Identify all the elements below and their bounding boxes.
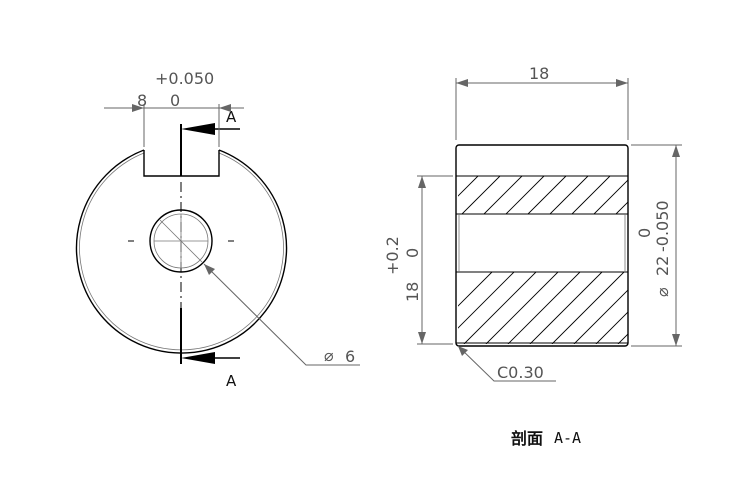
chamfer-arrow	[458, 346, 468, 356]
bore-hole-outer	[149, 209, 213, 273]
length-dim-value: 18	[529, 64, 549, 83]
outer-arrow-top	[672, 145, 680, 157]
slot-dim-arrow-right	[219, 104, 231, 112]
section-caption-bold: 剖面	[511, 429, 543, 448]
length-arrow-left	[456, 79, 468, 87]
hole-dim-arrow	[204, 264, 215, 275]
section-caption-label: A-A	[554, 429, 581, 447]
slot-tolerance-lower: 0	[170, 91, 180, 110]
outer-arrow-bottom	[672, 334, 680, 346]
bore-arrow-bottom	[418, 332, 426, 344]
outer-tolerance-lower: -0.050	[653, 200, 672, 252]
hatch-top-band	[458, 176, 628, 214]
section-label-top: A	[226, 108, 237, 126]
front-view: A A +0.050 8 0 ⌀ 6	[75, 69, 360, 390]
bore-tolerance-lower: 0	[403, 248, 422, 258]
hole-diameter-symbol: ⌀	[324, 346, 334, 365]
bore-arrow-top	[418, 176, 426, 188]
length-arrow-right	[616, 79, 628, 87]
section-view: 18 +0.2 0 18 0 ⌀ 22 -0.050	[383, 64, 682, 448]
bore-nominal: 18	[403, 282, 422, 302]
bore-crosshair-diag	[159, 219, 203, 263]
bore-tolerance-upper: +0.2	[383, 236, 402, 275]
outer-nominal: 22	[653, 256, 672, 276]
outer-tolerance-upper: 0	[635, 228, 654, 238]
section-label-bottom: A	[226, 372, 237, 390]
section-body-outline	[455, 144, 629, 347]
slot-tolerance-upper: +0.050	[155, 69, 214, 88]
hatch-bottom-band	[458, 272, 628, 344]
slot-dim-arrow-left	[132, 104, 144, 112]
hole-diameter-value: 6	[345, 347, 355, 366]
chamfer-label: C0.30	[497, 363, 544, 382]
slot-nominal: 8	[137, 91, 147, 110]
hole-dim-leader	[203, 263, 360, 366]
section-arrow-top-head	[181, 123, 215, 135]
chamfer-leader	[457, 345, 556, 382]
section-arrow-bottom-head	[181, 352, 215, 364]
outer-diameter-symbol: ⌀	[653, 287, 672, 297]
